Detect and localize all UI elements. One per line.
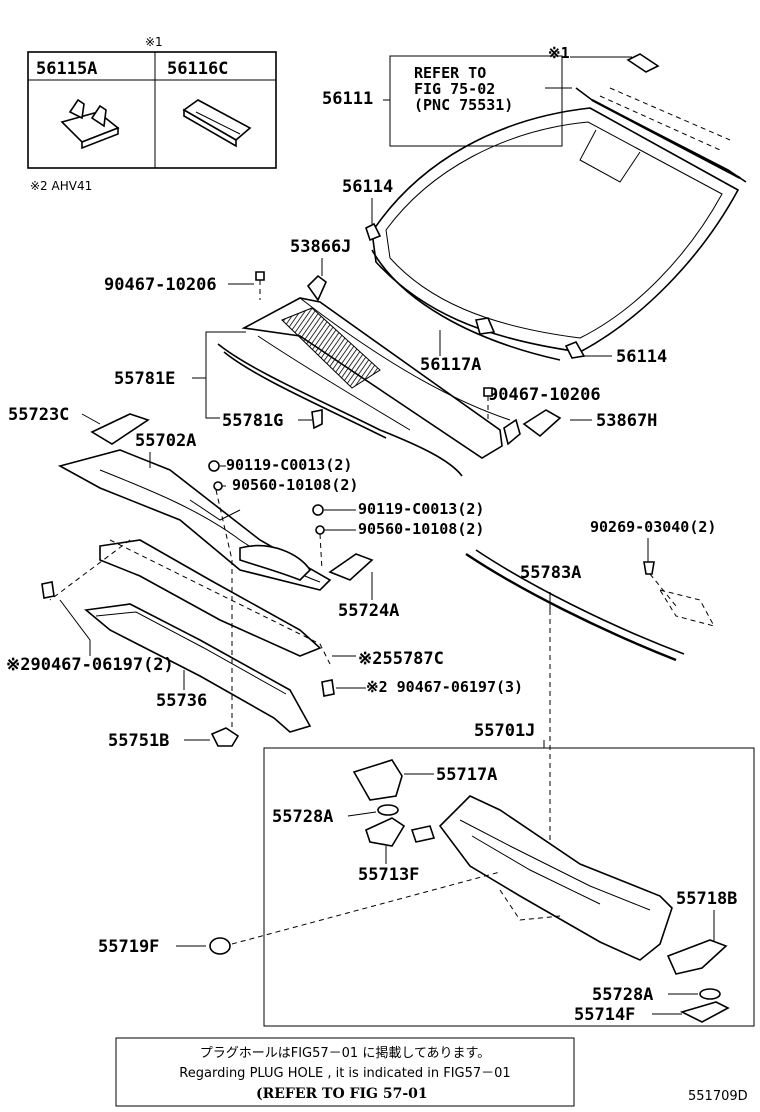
inset-footnote: ※2 AHV41 <box>30 179 92 193</box>
refer-box: ※1 REFER TO FIG 75-02 (PNC 75531) <box>383 44 632 147</box>
label-90119-a: 90119-C0013(2) <box>226 456 352 474</box>
label-56114-a: 56114 <box>342 177 393 197</box>
refer-line1: REFER TO <box>414 64 486 82</box>
label-90560-b: 90560-10108(2) <box>358 520 484 538</box>
footer-line-ref: (REFER TO FIG 57-01 <box>256 1086 428 1102</box>
footer-note: プラグホールはFIG57－01 に掲載してあります。 Regarding PLU… <box>115 1037 575 1107</box>
refer-mark: ※1 <box>548 44 570 62</box>
bracket-55723c-drawing <box>90 413 150 445</box>
label-55701j: 55701J <box>474 721 535 741</box>
label-55728a-a: 55728A <box>272 807 333 827</box>
label-55714f: 55714F <box>574 1005 635 1025</box>
label-55718b: 55718B <box>676 889 737 909</box>
plug-55719f-drawing <box>209 937 231 955</box>
refer-line3: (PNC 75531) <box>414 96 513 114</box>
footer-line-en: Regarding PLUG HOLE , it is indicated in… <box>179 1066 510 1081</box>
label-55728a-b: 55728A <box>592 985 653 1005</box>
label-55719f: 55719F <box>98 937 159 957</box>
cowl-panel-55702a <box>57 449 332 591</box>
refer-line2: FIG 75-02 <box>414 80 495 98</box>
cowl-louver <box>217 271 521 477</box>
inset-col2-label: 56116C <box>167 59 228 79</box>
seal-55783a-drawing <box>465 553 677 662</box>
label-90467-06197-b: ※2 90467-06197(3) <box>366 678 523 696</box>
label-53867h: 53867H <box>596 411 657 431</box>
bracket-55724a-drawing <box>328 553 374 581</box>
label-56117a: 56117A <box>420 355 481 375</box>
label-90269: 90269-03040(2) <box>590 518 716 536</box>
label-90467-10206-b: 90467-10206 <box>488 385 601 405</box>
label-55781e: 55781E <box>114 369 175 389</box>
inset-table: ※1 56115A 56116C ※2 AHV41 <box>27 35 277 193</box>
label-55724a: 55724A <box>338 601 399 621</box>
label-55783a: 55783A <box>520 563 581 583</box>
clip-56115a-drawing <box>60 98 120 150</box>
label-53866j: 53866J <box>290 237 351 257</box>
label-90467-06197-a: ※290467-06197(2) <box>6 655 174 675</box>
label-90119-b: 90119-C0013(2) <box>358 500 484 518</box>
footer-line-jp: プラグホールはFIG57－01 に掲載してあります。 <box>200 1045 491 1061</box>
lower-cowl-parts <box>41 539 331 733</box>
label-90467-10206-a: 90467-10206 <box>104 275 217 295</box>
label-55717a: 55717A <box>436 765 497 785</box>
label-55781g: 55781G <box>222 411 283 431</box>
label-55702a: 55702A <box>135 431 196 451</box>
label-55736: 55736 <box>156 691 207 711</box>
inset-note-mark: ※1 <box>145 35 163 49</box>
label-55787c: ※255787C <box>358 649 444 669</box>
clip-56116c-drawing <box>182 99 252 148</box>
figure-id: 551709D <box>688 1089 748 1104</box>
label-90560-a: 90560-10108(2) <box>232 476 358 494</box>
label-56114-b: 56114 <box>616 347 667 367</box>
detail-box-55701j <box>263 747 755 1027</box>
label-56111: 56111 <box>322 89 373 109</box>
label-55713f: 55713F <box>358 865 419 885</box>
bracket-53867h-drawing <box>522 409 562 438</box>
drain-55751b-drawing <box>210 727 240 747</box>
windshield-glass <box>365 53 747 361</box>
label-55751b: 55751B <box>108 731 169 751</box>
label-55723c: 55723C <box>8 405 69 425</box>
inset-col1-label: 56115A <box>36 59 97 79</box>
